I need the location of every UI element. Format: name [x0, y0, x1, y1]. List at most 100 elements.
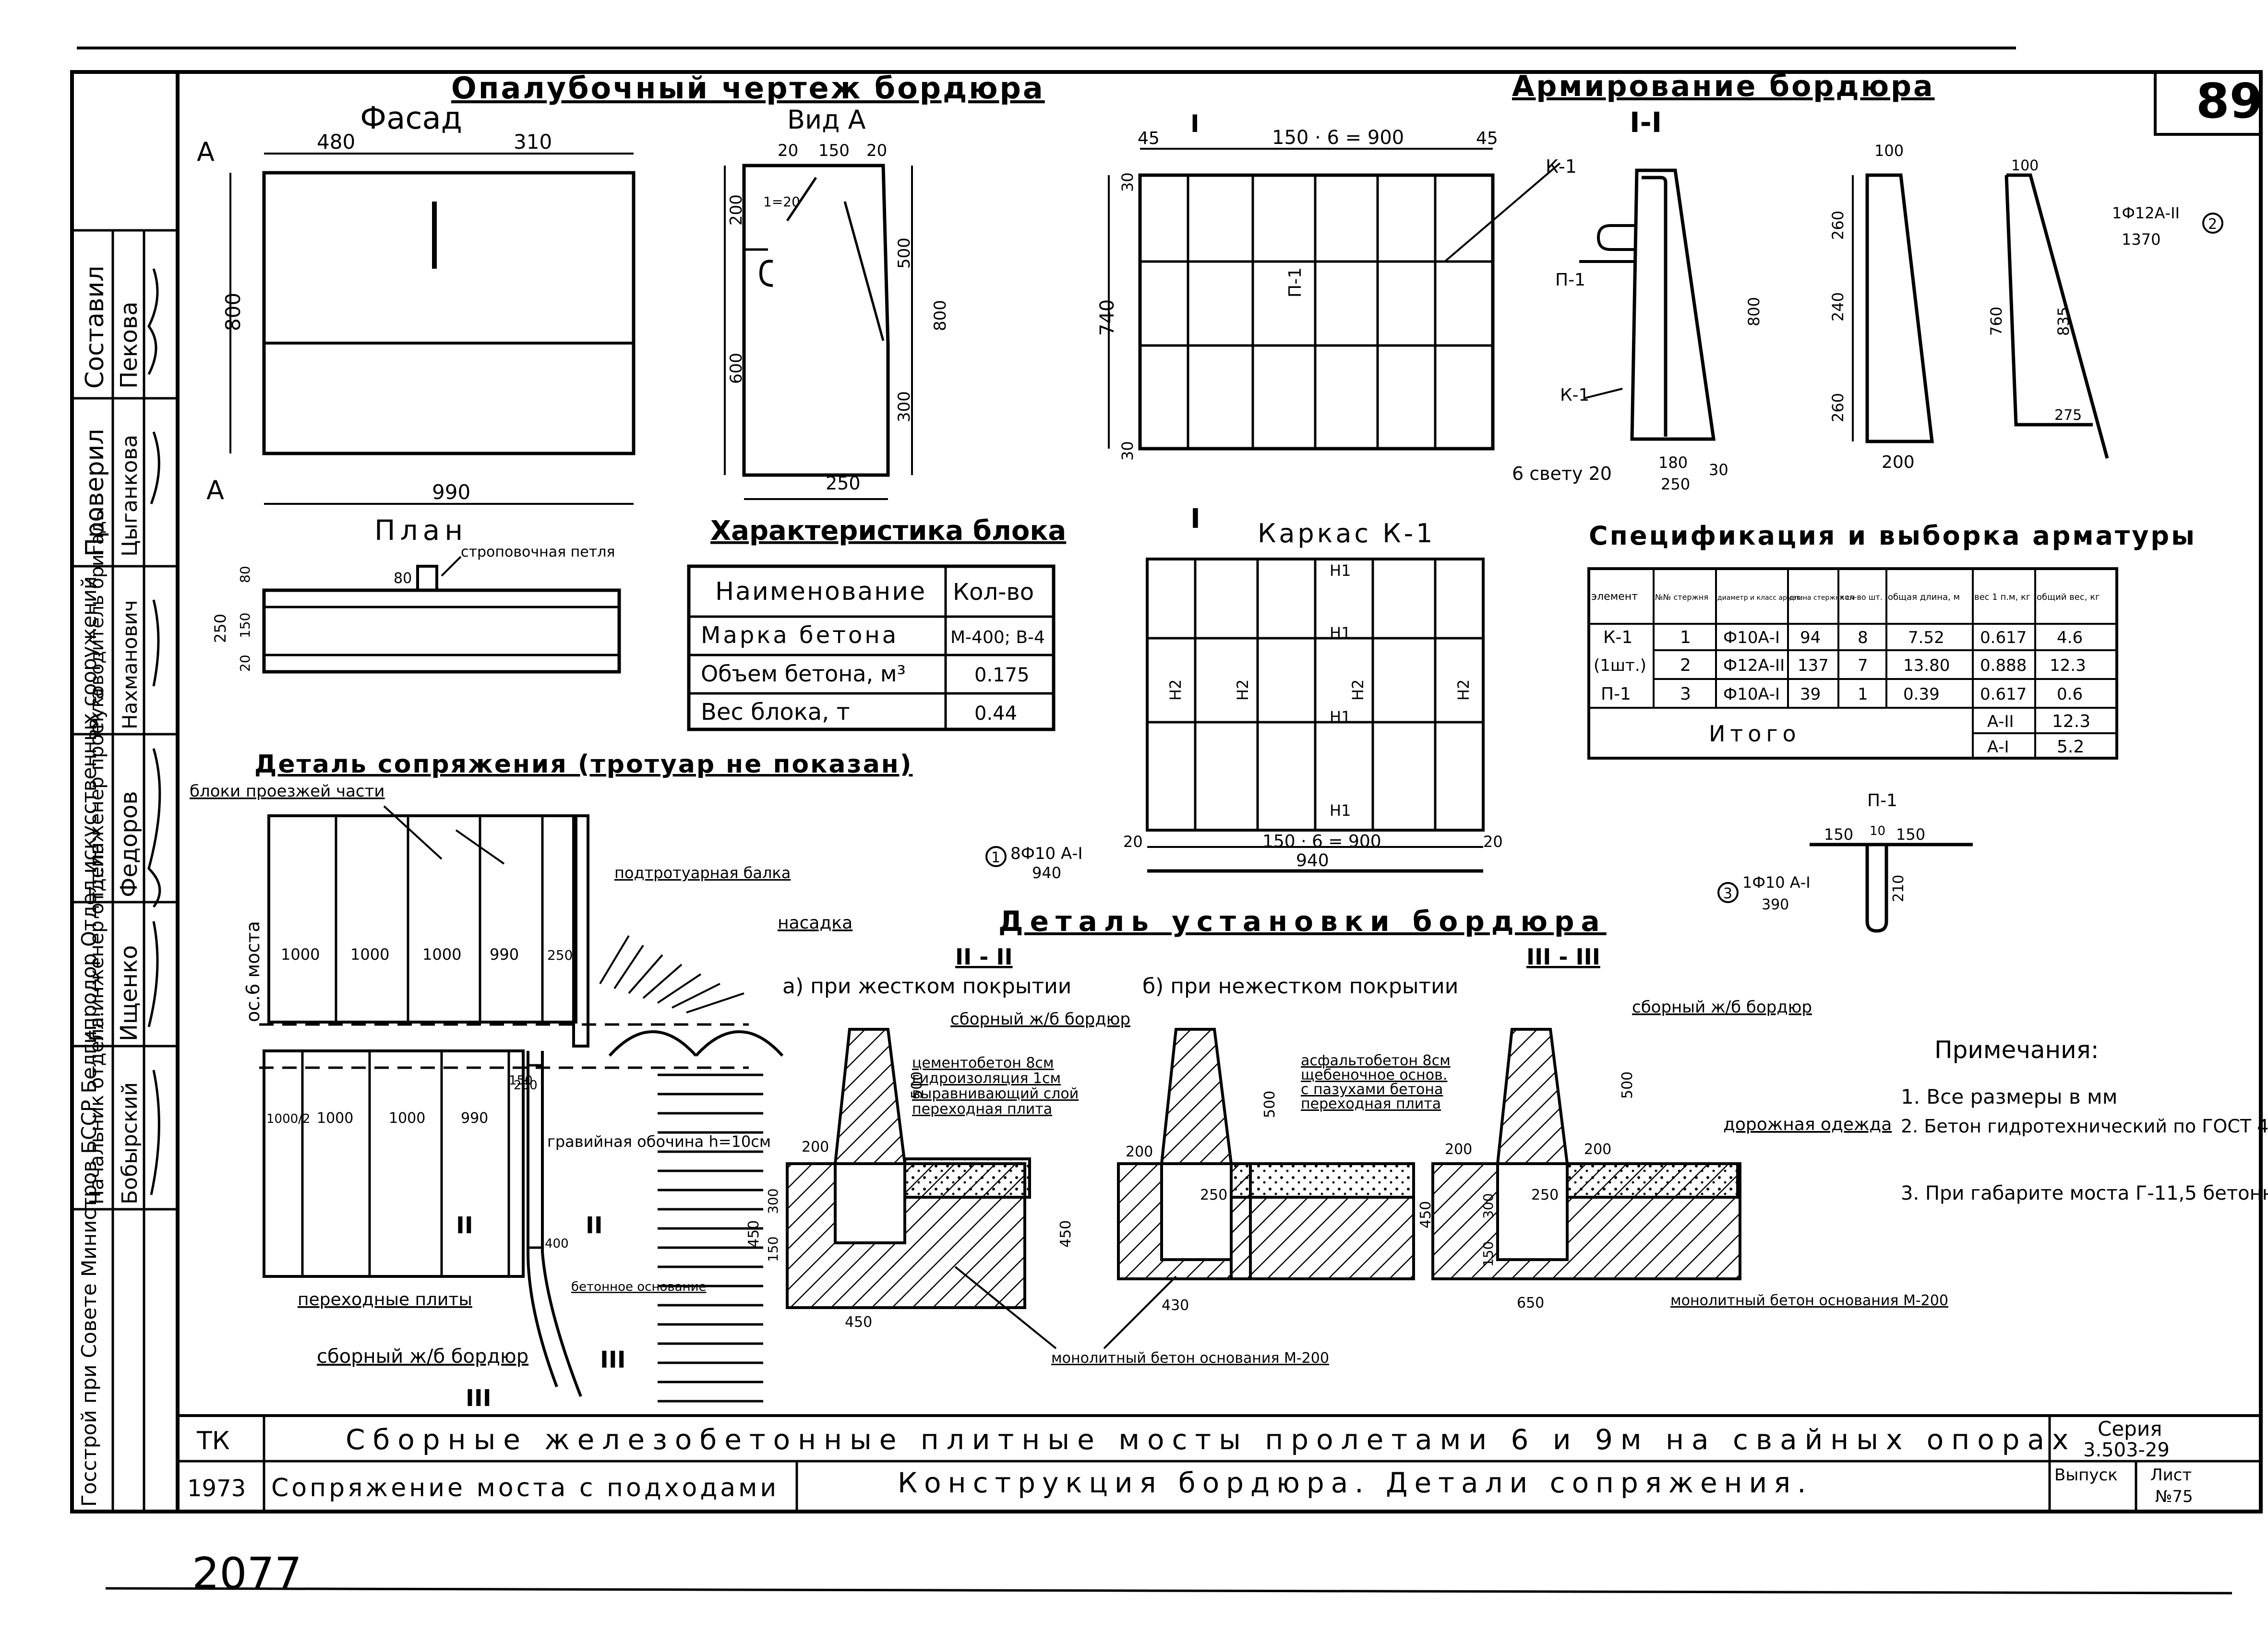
install-a-dim-450: 450 — [745, 1220, 762, 1248]
facade-view: 480 310 800 990 А А — [197, 130, 636, 505]
joint-sec-2-a: II — [456, 1212, 473, 1239]
joint-concrete-base-label: бетонное основание — [571, 1280, 707, 1294]
view-a-dim-left2: 600 — [727, 353, 746, 384]
signatures — [147, 268, 161, 1195]
spec-h-len: длина стержня см — [1789, 594, 1855, 602]
spec-h-total-len: общая длина, м — [1888, 592, 1960, 602]
spec-total-a2-val: 12.3 — [2052, 712, 2090, 731]
reinf-dim-200: 200 — [1882, 453, 1915, 472]
install-b-layer-3: с пазухами бетона — [1301, 1081, 1443, 1098]
reinf-k1-label-2: К-1 — [1560, 385, 1589, 405]
corner-number: 2077 — [192, 1549, 302, 1599]
view-a-dim-top-2: 150 — [818, 141, 850, 160]
joint-title: Деталь сопряжения (тротуар не показан) — [254, 750, 912, 779]
char-row1-val: М-400; В-4 — [950, 628, 1045, 647]
bar-2-dim-760: 760 — [1987, 307, 2005, 336]
notes-title: Примечания: — [1934, 1036, 2099, 1064]
install-c-curb: сборный ж/б бордюр — [1632, 998, 1812, 1017]
joint-dim2-2: 1000 — [317, 1110, 353, 1127]
spec-h-qty: кол-во шт. — [1840, 593, 1883, 602]
char-row3-val: 0.44 — [974, 703, 1017, 725]
cage-h1-b: Н1 — [1330, 624, 1351, 642]
install-mono-2: монолитный бетон основания М-200 — [1670, 1292, 1948, 1309]
bar-2-dim-275: 275 — [2054, 407, 2082, 424]
install-case-a: а) при жестком покрытии — [782, 974, 1071, 999]
reinf-k1-label: К-1 — [1546, 156, 1577, 177]
reinforcement-section: I-I — [1630, 106, 1662, 139]
facade-dim-total: 990 — [432, 480, 470, 504]
spec-r1-c6: 7.52 — [1908, 628, 1944, 647]
p1-bar: П-1 150 10 150 210 3 1Ф10 А-I 390 — [1717, 791, 1973, 933]
spec-r2-c1: (1шт.) — [1594, 656, 1646, 675]
spec-h-bar: №№ стержня — [1655, 593, 1708, 602]
spec-r1-c2: 1 — [1680, 628, 1691, 647]
install-a-layer-2: гидроизоляция 1см — [912, 1070, 1061, 1087]
plan-dim-2: 150 — [237, 613, 253, 638]
plan-dim-3: 20 — [237, 655, 253, 672]
bar-2-label: 1Ф12А-II — [2112, 204, 2180, 222]
plan-view: строповочная петля 80 80 150 20 250 — [211, 544, 621, 674]
p1-dim-150a: 150 — [1824, 825, 1853, 844]
install-b-layer-4: переходная плита — [1301, 1096, 1441, 1112]
spec-total-a1-label: А-I — [1987, 738, 2009, 757]
p1-dim-10: 10 — [1870, 824, 1885, 838]
joint-detail: блоки проезжей части ос.6 моста 1000 100… — [190, 782, 852, 1412]
note-3: 3. При габарите моста Г-11,5 бетонное ос… — [1901, 1182, 2268, 1204]
install-b-layer-2: щебеночное основ. — [1301, 1067, 1447, 1084]
spec-r3-c2: 3 — [1680, 684, 1691, 704]
install-section-b: асфальтобетон 8см щебеночное основ. с па… — [954, 1028, 1451, 1367]
spec-r2-c4: 137 — [1798, 656, 1829, 675]
tb-list: №75 — [2155, 1487, 2193, 1506]
joint-sec-3-b: III — [600, 1346, 626, 1373]
tb-part: Сопряжение моста с подходами — [271, 1474, 779, 1502]
spec-r2-c3: Ф12А-II — [1723, 656, 1785, 675]
joint-sec-3-a: III — [466, 1385, 492, 1412]
install-a-dim-500: 500 — [909, 1072, 925, 1099]
install-c-dim-200: 200 — [1445, 1141, 1472, 1158]
joint-sec-2-b: II — [586, 1212, 603, 1239]
install-a-layer-3: выравнивающий слой — [912, 1085, 1079, 1102]
install-c-dim-150: 150 — [1480, 1241, 1496, 1267]
side-stamp: Составил Проверил Руководитель бригады Г… — [71, 229, 178, 1512]
reinf-dim-h-top: 30 — [1118, 172, 1137, 192]
section-mark-a-bottom: А — [206, 475, 224, 505]
joint-axis-label: ос.6 моста — [242, 921, 264, 1022]
install-a-dim-300: 300 — [765, 1189, 781, 1214]
view-a: 20 150 20 1=20 200 600 500 300 800 250 — [724, 141, 950, 500]
spec-r3-c7: 0.617 — [1980, 685, 2027, 704]
section-dims-view: 100 260 240 260 200 — [1829, 142, 1934, 472]
title-block: ТК 1973 Сборные железобетонные плитные м… — [178, 1414, 2261, 1512]
char-header-qty: Кол-во — [953, 579, 1034, 606]
install-b-dim-500: 500 — [1261, 1091, 1278, 1118]
stamp-name-2: Цыганкова — [118, 435, 142, 557]
char-row1-name: Марка бетона — [701, 622, 899, 649]
spec-r3-c4: 39 — [1800, 685, 1821, 704]
cage-bar-length: 940 — [1032, 864, 1061, 882]
install-b-dim-430: 430 — [1162, 1297, 1189, 1314]
section-mark-a-top: А — [197, 137, 215, 167]
joint-dim2-3: 1000 — [389, 1110, 425, 1127]
spec-r2-c7: 0.888 — [1980, 656, 2027, 675]
bar-2-number: 2 — [2208, 216, 2217, 233]
stamp-role-3: Руководитель бригады — [86, 507, 108, 729]
reinf-p1-label: П-1 — [1555, 270, 1585, 290]
formwork-title: Опалубочный чертеж бордюра — [451, 71, 1045, 106]
cage-h2-b: Н2 — [1234, 679, 1252, 701]
char-row2-val: 0.175 — [974, 664, 1030, 686]
joint-curb-label: сборный ж/б бордюр — [317, 1346, 528, 1368]
spec-h-unit-w: вес 1 п.м, кг — [1974, 592, 2030, 602]
stamp-organization: Госстрой при Совете Министров БССР Белги… — [77, 576, 101, 1507]
cage-h2-a: Н2 — [1166, 679, 1185, 701]
tb-tk: ТК — [196, 1427, 230, 1455]
joint-blocks-label: блоки проезжей части — [190, 782, 385, 801]
install-title: Деталь установки бордюра — [998, 905, 1607, 938]
reinf-mark-i: I — [1190, 110, 1200, 138]
install-sec-3: III - III — [1526, 944, 1600, 970]
reinf-p1-label-grid: П-1 — [1285, 267, 1305, 298]
spec-h-element: элемент — [1591, 591, 1638, 603]
spec-r3-c5: 1 — [1858, 685, 1868, 704]
view-a-dim-right2: 300 — [895, 391, 914, 422]
install-c-dim-250: 250 — [1531, 1187, 1559, 1203]
joint-dim-1: 1000 — [281, 945, 320, 964]
